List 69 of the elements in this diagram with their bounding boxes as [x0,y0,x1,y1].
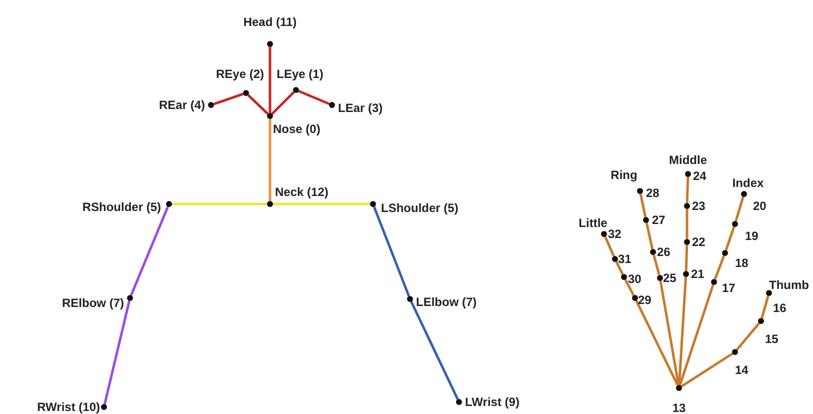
keypoint-label: RShoulder (5) [82,200,161,214]
skeleton-line [103,300,131,404]
keypoint-label: 16 [773,301,786,315]
keypoint-label: 30 [628,272,642,286]
keypoint-label: 17 [722,281,736,295]
skeleton-line [635,300,679,386]
skeleton-line [271,91,295,115]
keypoint-label: RElbow (7) [62,296,124,310]
skeleton-line [372,206,410,297]
skeleton-line [736,322,760,350]
skeleton-line [645,222,654,250]
keypoint-label: 29 [638,293,652,307]
keypoint-label: REye (2) [216,67,264,81]
skeleton-line [213,92,244,106]
keypoint-label: 27 [652,213,666,227]
skeleton-line [298,90,330,105]
skeleton-line [678,284,714,386]
skeleton-line [172,202,267,206]
keypoint-label: Neck (12) [275,185,328,199]
skeleton-line [130,206,169,296]
skeleton-line [652,254,660,276]
skeleton-line [268,47,272,113]
finger-name: Little [578,216,608,230]
skeleton-line [247,94,269,115]
keypoint-label: 25 [663,271,676,285]
finger-name: Ring [610,168,638,182]
keypoint-label: 20 [753,199,766,213]
skeleton-line [724,226,736,251]
keypoint-label: LEye (1) [276,67,324,81]
skeleton-line [604,236,615,257]
skeleton-line [686,209,688,239]
keypoint-label: 13 [672,401,686,414]
keypoint-label: LWrist (9) [465,395,520,409]
skeleton-line [680,352,734,388]
skeleton-line [639,194,647,218]
skeleton-line [678,276,688,386]
keypoint-label: 32 [608,227,622,241]
keypoint-label: 21 [691,267,704,281]
keypoint-label: 28 [646,186,660,200]
keypoint-label: 22 [692,235,706,249]
keypoint-label: 15 [765,332,778,346]
skeleton-line [760,296,770,318]
keypoint-label: 24 [693,169,706,183]
finger-name: Middle [669,153,707,167]
finger-name: Thumb [769,278,809,292]
keypoint-label: LEar (3) [338,101,383,115]
keypoint-label: Head (11) [243,15,297,29]
keypoint-label: 19 [745,229,758,243]
skeleton-line [268,119,272,201]
keypoint-label: Nose (0) [273,122,320,136]
skeleton-line [714,255,726,280]
keypoint-label: 26 [657,245,670,259]
keypoint-label: LElbow (7) [416,295,477,309]
keypoint-label: 18 [735,256,748,270]
skeleton-line [686,176,690,204]
keypoint-label: RWrist (10) [37,400,100,414]
skeleton-line [615,261,624,275]
keypoint-label: 14 [735,363,748,377]
skeleton-line [684,244,688,272]
keypoint-label: 31 [618,252,632,266]
keypoint-label: LShoulder (5) [381,201,458,215]
skeleton-line [624,279,635,296]
keypoint-label: 23 [692,199,706,213]
keypoint-label: REar (4) [158,98,205,112]
skeleton-line [273,202,370,206]
skeleton-line [410,301,459,400]
skeleton-line [734,196,744,222]
finger-name: Index [732,176,764,190]
skeleton-line [659,280,680,386]
